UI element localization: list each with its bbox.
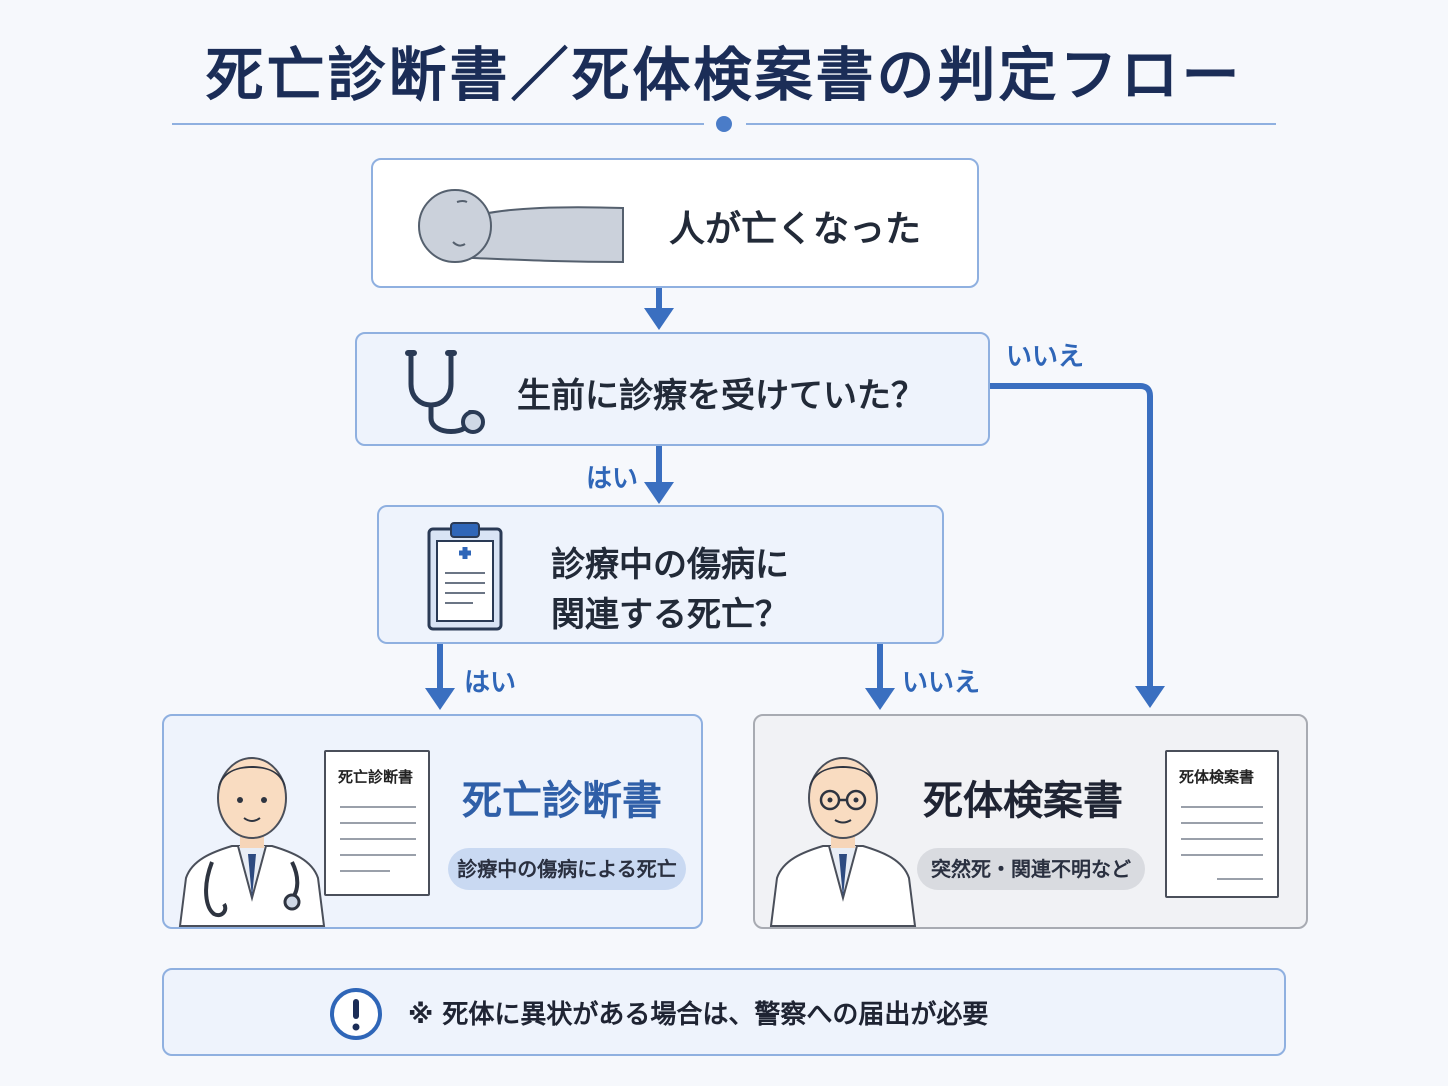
outcome-inquest-report-title: 死体検案書 bbox=[923, 778, 1123, 824]
warning-note bbox=[162, 968, 1286, 1056]
question-node-related-death: 診療中の傷病に 関連する死亡？ bbox=[377, 505, 944, 644]
question-node-prior-treatment: 生前に診療を受けていた？ bbox=[355, 332, 990, 446]
edge-label-q1-yes: はい bbox=[586, 464, 639, 494]
edge-label-q2-no: いいえ bbox=[902, 668, 981, 698]
start-node-text: 人が亡くなった bbox=[669, 209, 922, 250]
outcome-death-certificate: 死亡診断書 死亡診断書 診療中の傷病による死亡 bbox=[162, 714, 703, 929]
outcome-death-certificate-badge: 診療中の傷病による死亡 bbox=[448, 848, 686, 890]
document-card-label: 死亡診断書 bbox=[338, 768, 414, 786]
document-card-inquest-report: 死体検案書 bbox=[1165, 750, 1279, 898]
outcome-inquest-report: 死体検案書 突然死・関連不明など 死体検案書 bbox=[753, 714, 1308, 929]
outcome-death-certificate-title: 死亡診断書 bbox=[462, 778, 662, 824]
page-title: 死亡診断書／死体検案書の判定フロー bbox=[205, 41, 1243, 109]
edge-label-q1-no: いいえ bbox=[1006, 342, 1085, 372]
question-node-related-death-line1: 診療中の傷病に bbox=[551, 545, 789, 585]
question-node-related-death-line2: 関連する死亡？ bbox=[551, 595, 789, 635]
stethoscope-icon bbox=[405, 350, 485, 434]
document-card-label: 死体検案書 bbox=[1179, 768, 1255, 786]
doctor-with-stethoscope-icon bbox=[178, 757, 326, 927]
start-node: 人が亡くなった bbox=[371, 158, 979, 288]
exclamation-circle-icon bbox=[330, 988, 382, 1040]
arrow-q1-no bbox=[990, 383, 1153, 692]
title-divider bbox=[172, 116, 1276, 132]
edge-label-q2-yes: はい bbox=[464, 668, 517, 698]
warning-note-text: ※ 死体に異状がある場合は、警察への届出が必要 bbox=[408, 1000, 989, 1030]
lying-person-icon bbox=[418, 189, 624, 264]
doctor-with-glasses-icon bbox=[769, 757, 917, 927]
document-card-death-certificate: 死亡診断書 bbox=[324, 750, 430, 896]
clipboard-medical-icon bbox=[427, 522, 503, 631]
question-node-prior-treatment-text: 生前に診療を受けていた？ bbox=[517, 376, 925, 416]
outcome-inquest-report-badge: 突然死・関連不明など bbox=[917, 848, 1145, 890]
